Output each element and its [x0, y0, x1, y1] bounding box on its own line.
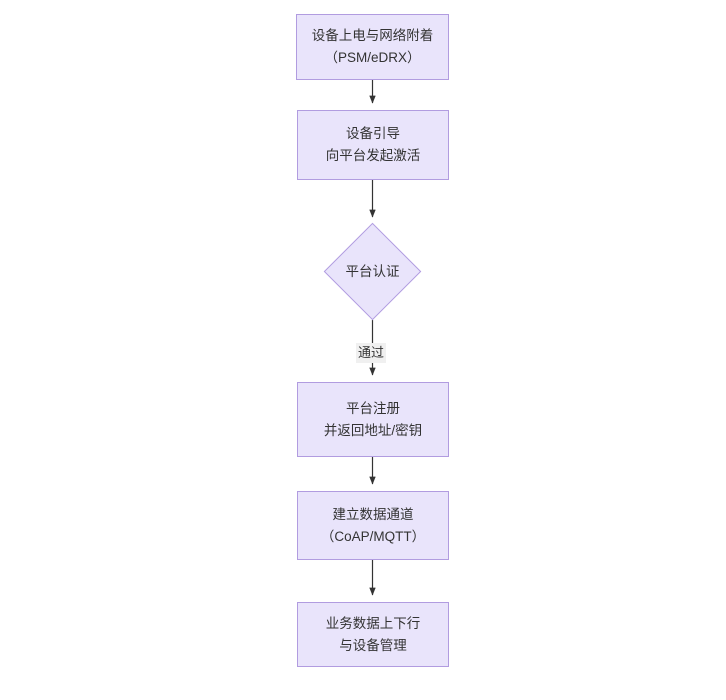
node-label-line: 业务数据上下行: [325, 615, 421, 631]
node-device-bootstrap[interactable]: 设备引导 向平台发起激活: [297, 110, 449, 180]
node-platform-register[interactable]: 平台注册 并返回地址/密钥: [297, 382, 449, 457]
node-label-line: 建立数据通道: [332, 506, 414, 522]
node-label-line: 并返回地址/密钥: [323, 422, 423, 438]
node-business-data-and-device-management[interactable]: 业务数据上下行 与设备管理: [297, 602, 449, 667]
node-label-line: 设备引导: [346, 126, 400, 141]
node-label-line: （PSM/eDRX）: [324, 50, 421, 65]
node-label-line: 平台注册: [346, 400, 400, 416]
node-establish-data-channel[interactable]: 建立数据通道 （CoAP/MQTT）: [297, 491, 449, 560]
node-device-power-on[interactable]: 设备上电与网络附着 （PSM/eDRX）: [296, 14, 449, 80]
node-label-line: 平台认证: [345, 264, 400, 279]
node-label-line: （CoAP/MQTT）: [320, 528, 426, 544]
node-platform-auth-label: 平台认证: [322, 262, 423, 282]
node-label-line: 设备上电与网络附着: [311, 28, 434, 43]
edge-label-pass: 通过: [356, 343, 387, 363]
node-label-line: 与设备管理: [339, 637, 407, 653]
node-label-line: 向平台发起激活: [325, 148, 421, 163]
